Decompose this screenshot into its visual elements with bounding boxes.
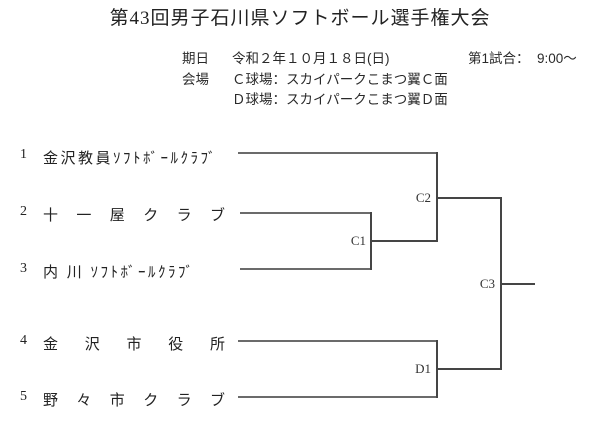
team5-line	[238, 396, 438, 398]
team4-line	[238, 340, 438, 342]
date-value: 令和２年１０月１８日(日)	[232, 51, 390, 66]
venue-label: 会場	[182, 72, 209, 87]
team1-line	[238, 152, 438, 154]
team-name: 金 沢 市 役 所	[43, 337, 225, 353]
match-d1-connector	[436, 368, 502, 370]
page-title: 第43回男子石川県ソフトボール選手権大会	[109, 8, 491, 29]
team-name: 金沢教員ｿﾌﾄﾎﾞｰﾙｸﾗﾌﾞ	[43, 151, 219, 167]
seed-number: 2	[20, 204, 27, 219]
venue-field-c: Ｃ球場：スカイパークこまつ翼Ｃ面	[232, 72, 448, 87]
seed-number: 3	[20, 261, 27, 276]
match-c1-connector	[370, 240, 438, 242]
seed-number: 1	[20, 147, 27, 162]
team3-line	[240, 268, 372, 270]
match-c2-connector	[436, 197, 502, 199]
match-label-c1: C1	[350, 233, 366, 248]
date-label: 期日	[182, 51, 209, 66]
match-label-d1: D1	[415, 361, 431, 376]
team2-line	[240, 212, 372, 214]
match-label-c3: C3	[479, 276, 495, 291]
team-name: 内 川 ｿﾌﾄﾎﾞｰﾙｸﾗﾌﾞ	[43, 265, 196, 281]
match-label-c2: C2	[415, 190, 431, 205]
first-game-time: 第1試合： 9:00～	[468, 51, 577, 66]
team-name: 十 一 屋 ク ラ ブ	[43, 208, 225, 224]
seed-number: 5	[20, 389, 27, 404]
final-winner-line	[500, 283, 535, 285]
team-name: 野 々 市 ク ラ ブ	[43, 393, 225, 409]
venue-field-d: Ｄ球場：スカイパークこまつ翼Ｄ面	[232, 92, 448, 107]
seed-number: 4	[20, 333, 27, 348]
